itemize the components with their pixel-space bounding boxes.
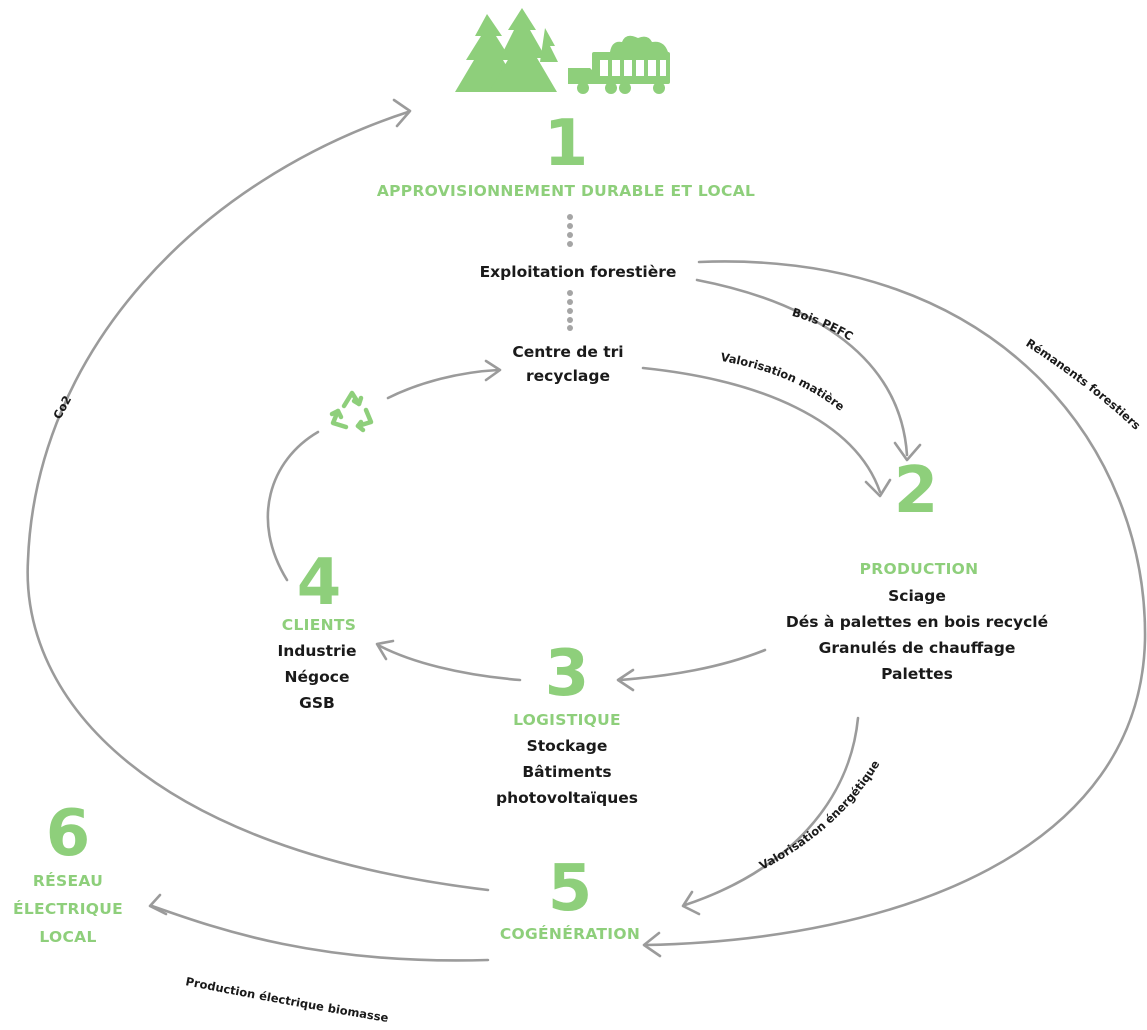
- step-2-item: Granulés de chauffage: [819, 639, 1016, 657]
- step-1-title: APPROVISIONNEMENT DURABLE ET LOCAL: [377, 182, 755, 200]
- production-to-logistique-arrow: [618, 648, 767, 682]
- step-6-title-line-3: LOCAL: [39, 928, 96, 946]
- step-6-title-line-1: RÉSEAU: [33, 871, 103, 890]
- valorisation-energetique-arrow: [683, 716, 860, 907]
- step-5-number: 5: [548, 852, 593, 926]
- step-4-item: Négoce: [285, 668, 350, 686]
- step-3-number: 3: [545, 637, 590, 711]
- step-3-item: Stockage: [527, 737, 608, 755]
- step-2-item: Palettes: [881, 665, 953, 683]
- step-3-title: LOGISTIQUE: [513, 711, 621, 729]
- centre-tri-line-2: recyclage: [526, 367, 610, 385]
- step-4-item: Industrie: [277, 642, 356, 660]
- valorisation-energetique-arrowhead: [681, 890, 701, 916]
- bois-pefc-arrowhead: [893, 441, 922, 462]
- logistique-to-clients-arrow: [376, 643, 522, 682]
- clients-to-recycling-arrow: [266, 430, 320, 582]
- recycle-to-centre-arrow: [386, 368, 500, 400]
- remanents-arrow: [643, 260, 1147, 947]
- valorisation-matiere-label: Valorisation matière: [720, 350, 848, 414]
- step-5-title: COGÉNÉRATION: [500, 924, 640, 943]
- step-3-item: Bâtiments: [522, 763, 611, 781]
- logistique-to-clients-arrowhead: [375, 639, 395, 661]
- centre-tri-line-1: Centre de tri: [512, 343, 623, 361]
- step-1-number: 1: [544, 107, 589, 181]
- step-2-item: Sciage: [888, 587, 946, 605]
- co2-label: Co2: [50, 393, 74, 421]
- co2-arrow: [26, 110, 490, 892]
- recycle-icon: [329, 390, 374, 433]
- valorisation-matiere-arrow: [641, 366, 882, 494]
- dotted-connector: [567, 214, 573, 331]
- step-2-item: Dés à palettes en bois recyclé: [786, 613, 1048, 631]
- production-electrique-arrow: [150, 904, 490, 962]
- co2-arrowhead: [392, 98, 412, 128]
- production-to-logistique-arrowhead: [616, 668, 635, 692]
- remanents-label: Rémanents forestiers: [1023, 336, 1143, 433]
- exploitation-node: Exploitation forestière: [480, 263, 677, 281]
- step-3-item: photovoltaïques: [496, 789, 638, 807]
- bois-pefc-label: Bois PEFC: [790, 305, 855, 343]
- step-6-title-line-2: ÉLECTRIQUE: [13, 899, 123, 918]
- step-4-item: GSB: [299, 694, 335, 712]
- step-2-title: PRODUCTION: [860, 560, 979, 578]
- step-6-number: 6: [46, 797, 91, 871]
- bois-pefc-arrow: [695, 278, 909, 457]
- production-electrique-arrowhead: [148, 893, 168, 916]
- remanents-arrowhead: [642, 931, 662, 958]
- step-4-title: CLIENTS: [282, 616, 356, 634]
- production-electrique-label: Production électrique biomasse: [184, 974, 389, 1025]
- forest-icon: [455, 8, 558, 92]
- log-truck-icon: [568, 35, 670, 94]
- recycle-to-centre-arrowhead: [484, 359, 502, 382]
- step-4-number: 4: [297, 546, 342, 620]
- step-2-number: 2: [894, 454, 939, 528]
- valorisation-matiere-arrowhead: [864, 478, 892, 498]
